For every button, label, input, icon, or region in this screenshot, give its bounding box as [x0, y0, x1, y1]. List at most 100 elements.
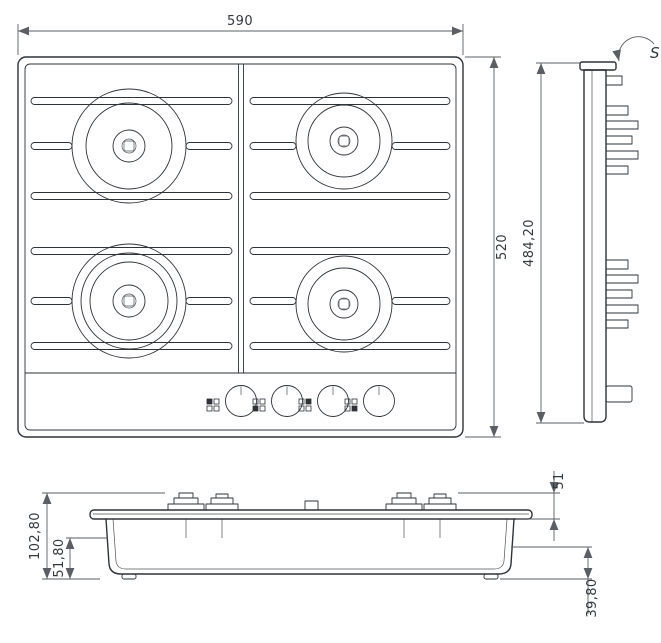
- burner-center-mark: [338, 298, 350, 310]
- dim-label-front-total: 102,80: [28, 512, 43, 560]
- knob-4: [344, 385, 395, 417]
- dim-front-lower-height: 51,80: [52, 537, 108, 579]
- burner-indicator-icon: [252, 405, 259, 412]
- burner-base: [205, 503, 239, 511]
- fin: [605, 259, 629, 270]
- front-burners-left: [167, 492, 239, 538]
- knob-2: [252, 385, 303, 417]
- grate-bar-stub: [391, 142, 451, 150]
- grate-bar-stub: [249, 142, 297, 150]
- dim-label-side-height: 484,20: [522, 219, 537, 267]
- dim-front-base-height: 39,80: [500, 546, 600, 618]
- burner-cap: [337, 297, 351, 311]
- hob-inner-edge: [24, 63, 457, 431]
- burner-cap: [121, 138, 137, 154]
- burner-indicator-icon: [344, 398, 351, 405]
- fin: [605, 274, 639, 284]
- dim-label-front-top: 51: [552, 472, 567, 489]
- burner-cap: [433, 493, 447, 499]
- front-view: [89, 492, 533, 580]
- burner-indicator-icon: [213, 398, 220, 405]
- burner-ring: [329, 289, 359, 319]
- knob-3: [298, 385, 349, 417]
- burner-ring: [112, 284, 146, 318]
- grate-bar: [30, 97, 233, 105]
- burner-cap: [396, 492, 412, 499]
- burner-ring: [329, 126, 359, 156]
- burner-ring: [85, 102, 173, 190]
- fin: [605, 120, 639, 130]
- burner-indicator-icon: [259, 398, 266, 405]
- grate-bar-stub: [185, 142, 233, 150]
- burner-ring: [71, 88, 187, 204]
- burner-front-left: [71, 88, 187, 204]
- knob-dial: [271, 385, 303, 417]
- fin: [605, 105, 629, 116]
- dim-top-depth: 520: [465, 56, 510, 438]
- burner-ring: [295, 255, 393, 353]
- fin: [605, 319, 629, 329]
- burner-cap: [121, 293, 137, 309]
- burner-cap: [337, 134, 351, 148]
- burner-mid: [210, 497, 234, 505]
- burner-ring: [307, 267, 381, 341]
- burner-cap: [215, 493, 229, 499]
- burner-base: [167, 503, 205, 511]
- top-view: [17, 56, 464, 438]
- burner-base: [385, 503, 423, 511]
- burner-indicator-icon: [305, 398, 312, 405]
- burner-indicator-icon: [351, 398, 358, 405]
- side-burner-fins-lower: [605, 259, 639, 329]
- dim-top-width: 590: [17, 14, 464, 55]
- burner-mid: [173, 497, 199, 505]
- burner-ring: [307, 104, 381, 178]
- gas-connection: [605, 385, 633, 403]
- foot-right: [483, 573, 499, 580]
- detail-callout-s: S: [612, 36, 660, 62]
- fin: [605, 304, 639, 314]
- side-body: [583, 69, 607, 423]
- burner-center-mark: [123, 295, 135, 307]
- front-body-outer: [105, 518, 515, 575]
- grate-bar-stub: [391, 297, 451, 305]
- burner-mid: [391, 497, 417, 505]
- fin: [605, 150, 639, 160]
- grate-bar: [30, 192, 233, 200]
- dim-label-front-lower: 51,80: [52, 538, 67, 577]
- grate-right: [249, 97, 451, 350]
- burner-ring: [295, 92, 393, 190]
- burner-indicator-icon: [206, 405, 213, 412]
- grate-bar-stub: [30, 297, 73, 305]
- dim-side-height: 484,20: [522, 62, 584, 424]
- burner-cap: [178, 492, 194, 499]
- burner-indicator-icon: [344, 405, 351, 412]
- hob-outer-edge: [17, 56, 464, 438]
- burner-indicator-icon: [298, 405, 305, 412]
- foot-left: [121, 573, 137, 580]
- dim-label-depth: 520: [495, 234, 510, 260]
- burner-indicator-icon: [206, 398, 213, 405]
- worktop-flange: [579, 61, 617, 71]
- grate-bar-stub: [185, 297, 233, 305]
- burner-rear-left-wok: [71, 243, 187, 359]
- dim-label-width: 590: [227, 14, 253, 29]
- grate-bar: [249, 192, 451, 200]
- burner-center-mark: [123, 140, 135, 152]
- burner-ring: [71, 243, 187, 359]
- burner-ring: [112, 129, 146, 163]
- grate-left: [30, 97, 233, 350]
- dim-front-top-height: 51: [458, 471, 567, 541]
- dim-front-total-height: 102,80: [28, 492, 165, 580]
- front-body-inner: [112, 518, 508, 570]
- burner-center-mark: [338, 135, 350, 147]
- knob-dial: [317, 385, 349, 417]
- burner-front-right: [295, 92, 393, 190]
- burner-rear-right: [295, 255, 393, 353]
- side-top-bracket: [605, 75, 623, 86]
- side-view: [579, 61, 639, 423]
- grate-bar: [249, 342, 451, 350]
- dim-label-front-base: 39,80: [585, 578, 600, 617]
- detail-arrow-arc: [612, 36, 655, 62]
